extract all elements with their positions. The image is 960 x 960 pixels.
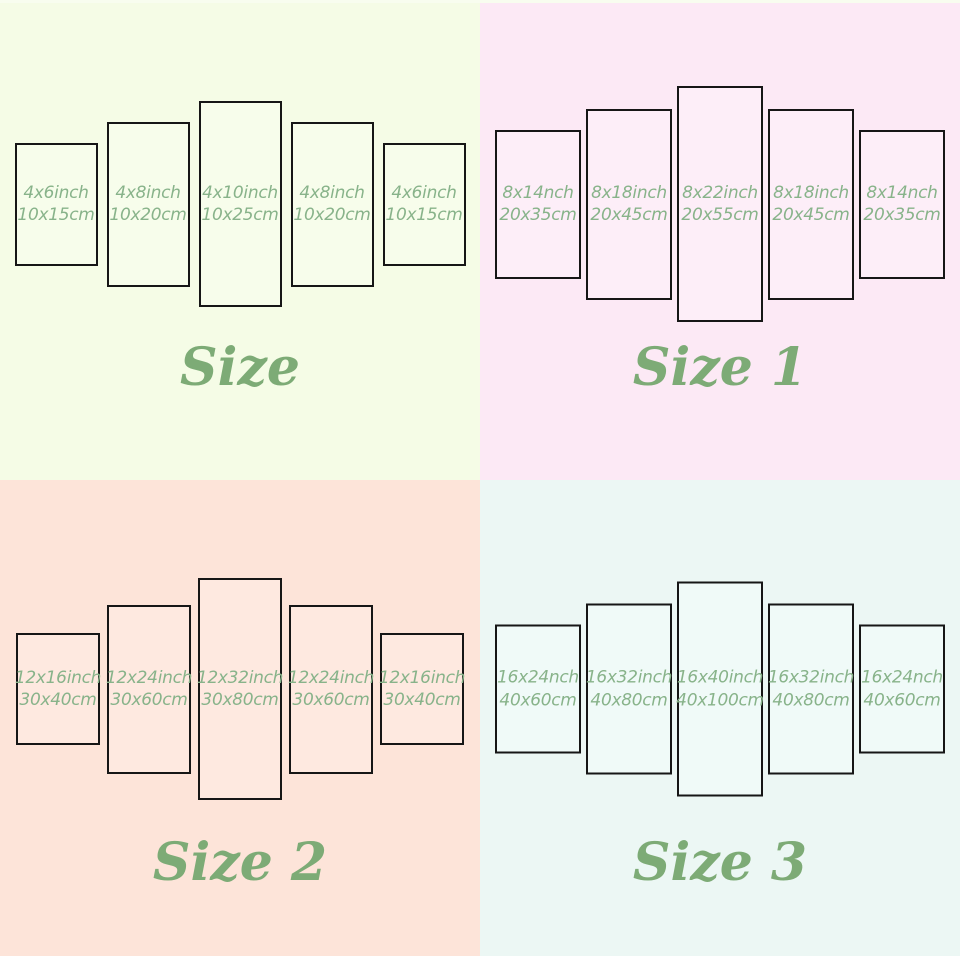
panel-size-inch: 4x8inch — [115, 182, 181, 203]
panel-size-cm: 40x100cm — [676, 690, 764, 710]
panel-size-cm: 40x60cm — [863, 690, 941, 710]
canvas-panel: 4x6inch 10x15cm — [382, 142, 466, 266]
canvas-panel: 4x8inch 10x20cm — [290, 121, 374, 287]
bottom-edge-strip — [0, 956, 960, 960]
panel-size-inch: 8x14nch — [502, 182, 574, 203]
panel-size-cm: 20x35cm — [499, 205, 577, 225]
panel-size-inch: 12x24inch — [287, 667, 375, 688]
panel-size-cm: 40x80cm — [590, 690, 668, 710]
panel-size-cm: 40x80cm — [772, 690, 850, 710]
panel-size-inch: 12x24inch — [105, 667, 193, 688]
canvas-panel: 8x22inch 20x55cm — [677, 86, 763, 322]
panel-size-cm: 40x60cm — [499, 690, 577, 710]
panel-size-cm: 20x45cm — [590, 205, 668, 225]
canvas-panel: 12x24inch 30x60cm — [287, 604, 375, 774]
panel-size-inch: 4x10inch — [202, 182, 278, 203]
size-title: Size 2 — [152, 832, 328, 893]
panel-size-inch: 12x16inch — [14, 667, 102, 688]
panel-size-inch: 8x22inch — [682, 182, 758, 203]
panel-size-cm: 30x40cm — [383, 690, 461, 710]
quadrant-size-1: 8x14nch 20x35cm 8x18inch 20x45cm 8x22inc… — [480, 0, 960, 480]
panel-size-inch: 4x6inch — [391, 182, 457, 203]
canvas-panel: 12x16inch 30x40cm — [378, 633, 466, 745]
panel-size-inch: 16x40inch — [676, 667, 764, 688]
panel-size-inch: 4x6inch — [23, 182, 89, 203]
panel-size-cm: 20x35cm — [863, 205, 941, 225]
panel-size-inch: 12x16inch — [378, 667, 466, 688]
top-edge-strip — [0, 0, 960, 3]
panel-size-inch: 4x8inch — [299, 182, 365, 203]
panel-row: 12x16inch 30x40cm 12x24inch 30x60cm 12x3… — [0, 578, 480, 800]
panel-size-inch: 16x32inch — [767, 667, 855, 688]
size-title: Size 3 — [632, 832, 808, 893]
canvas-panel: 12x32inch 30x80cm — [196, 578, 284, 800]
quadrant-size-3: 16x24nch 40x60cm 16x32inch 40x80cm 16x40… — [480, 480, 960, 960]
canvas-panel: 12x24inch 30x60cm — [105, 604, 193, 774]
panel-row: 4x6inch 10x15cm 4x8inch 10x20cm 4x10inch… — [0, 101, 480, 307]
panel-size-cm: 10x15cm — [17, 205, 95, 225]
panel-size-cm: 20x55cm — [681, 205, 759, 225]
panel-size-inch: 16x24nch — [861, 667, 943, 688]
canvas-panel: 8x14nch 20x35cm — [495, 129, 581, 279]
size-title: Size 1 — [632, 337, 808, 398]
canvas-panel: 8x14nch 20x35cm — [859, 129, 945, 279]
panel-size-cm: 30x40cm — [19, 690, 97, 710]
canvas-panel: 4x10inch 10x25cm — [198, 101, 282, 307]
canvas-panel: 4x6inch 10x15cm — [14, 142, 98, 266]
panel-size-cm: 10x25cm — [201, 205, 279, 225]
panel-size-cm: 20x45cm — [772, 205, 850, 225]
panel-size-inch: 8x18inch — [591, 182, 667, 203]
panel-size-cm: 10x20cm — [293, 205, 371, 225]
canvas-panel: 8x18inch 20x45cm — [586, 108, 672, 300]
canvas-panel: 8x18inch 20x45cm — [768, 108, 854, 300]
canvas-panel: 12x16inch 30x40cm — [14, 633, 102, 745]
panel-size-cm: 10x20cm — [109, 205, 187, 225]
canvas-panel: 16x40inch 40x100cm — [676, 581, 764, 797]
canvas-panel: 16x32inch 40x80cm — [767, 603, 855, 775]
panel-size-cm: 30x60cm — [292, 690, 370, 710]
canvas-panel: 16x24nch 40x60cm — [495, 624, 581, 754]
panel-size-inch: 16x32inch — [585, 667, 673, 688]
canvas-panel: 4x8inch 10x20cm — [106, 121, 190, 287]
canvas-panel: 16x32inch 40x80cm — [585, 603, 673, 775]
panel-size-cm: 10x15cm — [385, 205, 463, 225]
canvas-panel: 16x24nch 40x60cm — [859, 624, 945, 754]
panel-size-inch: 12x32inch — [196, 667, 284, 688]
size-title: Size — [180, 337, 300, 398]
panel-size-inch: 16x24nch — [497, 667, 579, 688]
quadrant-size-2: 12x16inch 30x40cm 12x24inch 30x60cm 12x3… — [0, 480, 480, 960]
panel-size-inch: 8x18inch — [773, 182, 849, 203]
panel-size-cm: 30x60cm — [110, 690, 188, 710]
panel-size-cm: 30x80cm — [201, 690, 279, 710]
panel-size-inch: 8x14nch — [866, 182, 938, 203]
panel-row: 16x24nch 40x60cm 16x32inch 40x80cm 16x40… — [480, 581, 960, 797]
panel-row: 8x14nch 20x35cm 8x18inch 20x45cm 8x22inc… — [480, 86, 960, 322]
quadrant-size: 4x6inch 10x15cm 4x8inch 10x20cm 4x10inch… — [0, 0, 480, 480]
